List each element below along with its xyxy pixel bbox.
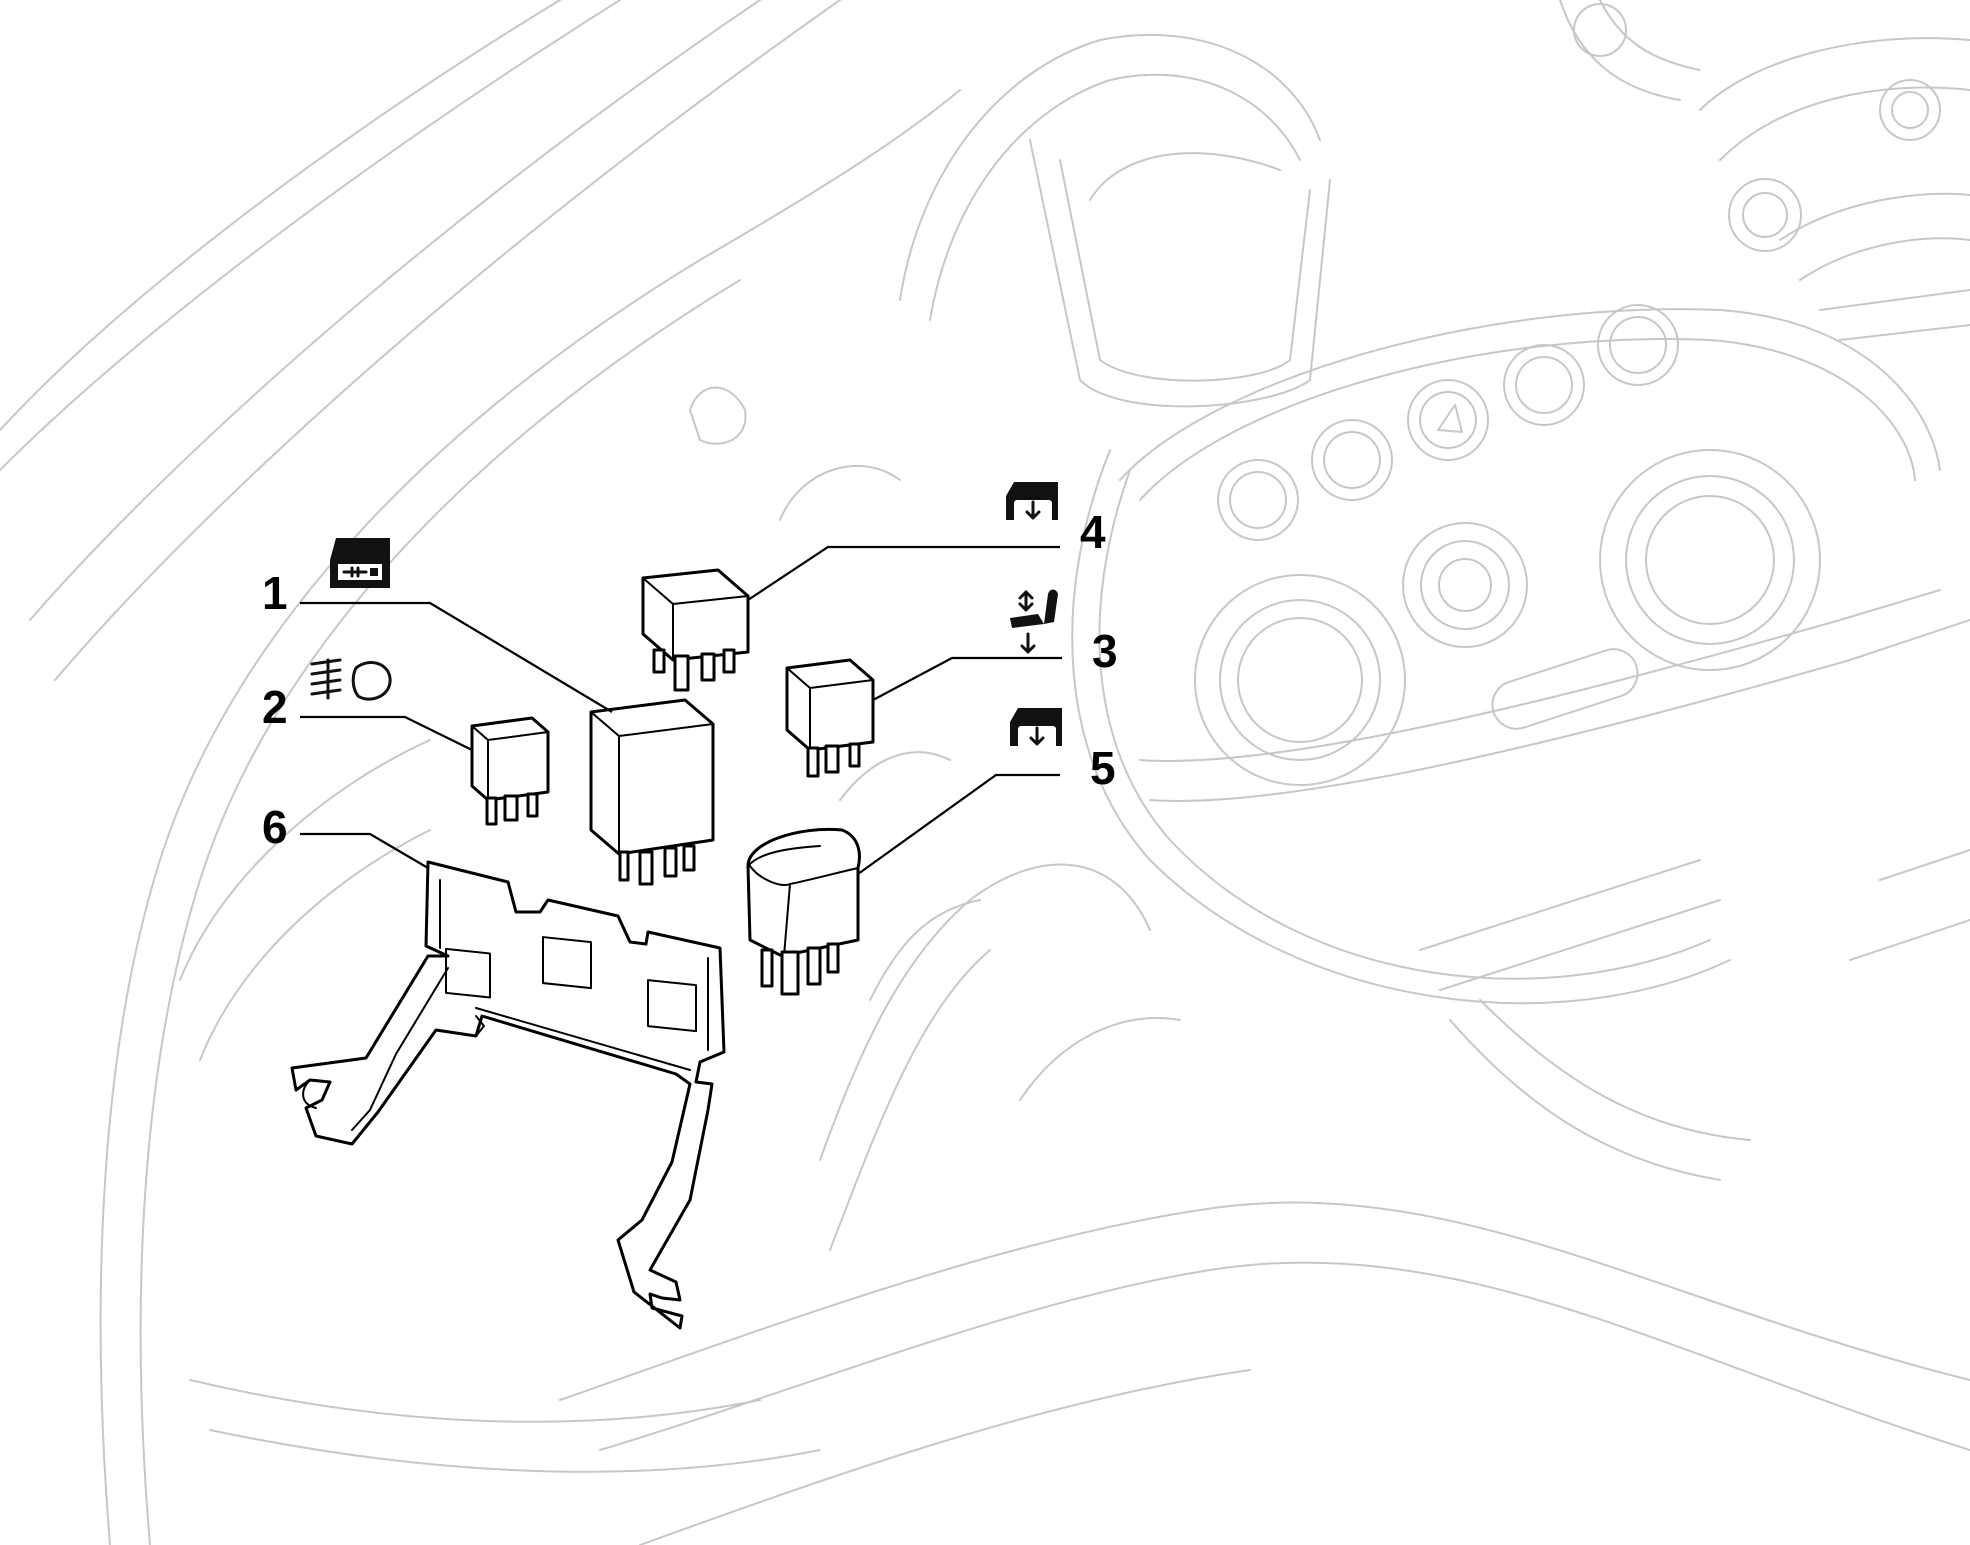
leader-line-3 xyxy=(872,656,1062,701)
leader-line-1 xyxy=(300,601,613,713)
relay-4 xyxy=(641,568,750,692)
relay-3 xyxy=(785,658,875,778)
callout-4-label: 4 xyxy=(1080,506,1106,558)
leader-line-6 xyxy=(300,832,429,869)
callout-5-label: 5 xyxy=(1090,742,1116,794)
fog-light-icon xyxy=(310,658,392,701)
relay-5 xyxy=(746,827,861,996)
door-lock-icon xyxy=(330,538,390,588)
callout-3-label: 3 xyxy=(1092,625,1118,677)
seat-adjust-icon xyxy=(1010,589,1058,654)
callout-2-label: 2 xyxy=(262,681,288,733)
callout-6-label: 6 xyxy=(262,801,288,853)
window-lift-icon xyxy=(1010,708,1062,748)
leader-lines xyxy=(300,545,1062,875)
callout-1-label: 1 xyxy=(262,567,288,619)
leader-line-4 xyxy=(747,545,1060,601)
window-lift-icon xyxy=(1006,482,1058,522)
leader-line-5 xyxy=(857,773,1060,875)
callout-numbers: 1 2 3 4 5 6 xyxy=(262,506,1118,853)
leader-line-2 xyxy=(300,715,473,751)
relay-1 xyxy=(589,698,715,886)
bracket-6 xyxy=(290,860,726,1330)
relay-2 xyxy=(470,716,550,826)
